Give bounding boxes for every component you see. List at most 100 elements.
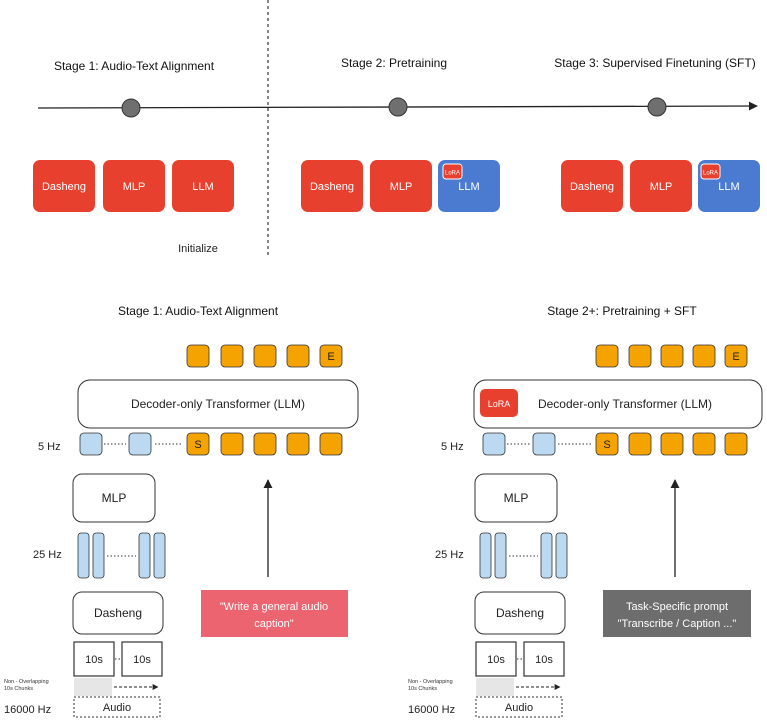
stage3-mlp-block bbox=[630, 160, 692, 212]
stage2-prompt-line1: Task-Specific prompt bbox=[626, 601, 728, 613]
stage3-llm-label: LLM bbox=[718, 181, 739, 193]
stage2-mlp-block bbox=[370, 160, 432, 212]
stage3-lora-tag bbox=[700, 163, 721, 180]
stage2-mlp-detail-label: MLP bbox=[504, 491, 529, 505]
audio-frame bbox=[494, 532, 507, 579]
stage2-timeline-title: Stage 2: Pretraining bbox=[341, 56, 447, 70]
audio-frame bbox=[138, 532, 151, 579]
stage2-transformer-block bbox=[473, 379, 763, 429]
stage2-dasheng-block bbox=[301, 160, 363, 212]
stage1-detail-panel: Stage 1: Audio-Text Alignment E Decoder-… bbox=[4, 304, 359, 718]
output-token bbox=[660, 344, 684, 368]
chunk-note-line1: Non - Overlapping bbox=[4, 679, 49, 685]
rate-25hz-label: 25 Hz bbox=[435, 549, 464, 561]
stage1-mlp-block bbox=[72, 473, 156, 523]
sample-rate-label: 16000 Hz bbox=[4, 704, 51, 716]
lora-adapter-block bbox=[480, 389, 518, 417]
audio-input bbox=[475, 696, 563, 718]
output-token bbox=[628, 344, 652, 368]
lora-adapter-label: LoRA bbox=[488, 399, 511, 409]
stage2-mlp-block bbox=[474, 473, 558, 523]
rate-25hz-label: 25 Hz bbox=[33, 549, 62, 561]
audio-frame bbox=[77, 532, 90, 579]
prompt-token bbox=[724, 432, 748, 456]
prompt-token bbox=[253, 432, 277, 456]
stage2-lora-tag-label: LoRA bbox=[445, 171, 460, 177]
prompt-token bbox=[319, 432, 343, 456]
window-indicator bbox=[476, 678, 514, 696]
stage1-prompt-box bbox=[201, 590, 348, 637]
stage2-detail-panel: Stage 2+: Pretraining + SFT E LoRA Decod… bbox=[408, 304, 763, 718]
stage1-dasheng-encoder-label: Dasheng bbox=[94, 606, 142, 620]
start-token bbox=[186, 432, 210, 456]
start-token-label: S bbox=[603, 439, 610, 451]
window-indicator bbox=[74, 678, 112, 696]
prompt-token bbox=[628, 432, 652, 456]
audio-input-label: Audio bbox=[505, 702, 533, 714]
audio-chunk-label: 10s bbox=[85, 654, 103, 666]
stage1-prompt-line2: caption" bbox=[254, 618, 293, 630]
audio-input-label: Audio bbox=[103, 702, 131, 714]
stage1-dasheng-label: Dasheng bbox=[42, 181, 86, 193]
stage1-llm-block bbox=[172, 160, 234, 212]
sample-rate-label: 16000 Hz bbox=[408, 704, 455, 716]
end-token-label: E bbox=[327, 351, 334, 363]
stage2-prompt-box bbox=[603, 590, 751, 637]
audio-token bbox=[79, 432, 103, 456]
prompt-token bbox=[692, 432, 716, 456]
output-token bbox=[692, 344, 716, 368]
stage1-mlp-detail-label: MLP bbox=[102, 491, 127, 505]
audio-token bbox=[532, 432, 556, 456]
stage3-dasheng-label: Dasheng bbox=[570, 181, 614, 193]
rate-5hz-label: 5 Hz bbox=[38, 441, 61, 453]
output-token bbox=[253, 344, 277, 368]
audio-token bbox=[128, 432, 152, 456]
stage2-lora-tag bbox=[442, 163, 463, 180]
end-token-label: E bbox=[732, 351, 739, 363]
prompt-token bbox=[220, 432, 244, 456]
training-timeline: Stage 1: Audio-Text Alignment Dasheng ML… bbox=[33, 0, 760, 258]
audio-token bbox=[482, 432, 506, 456]
stage2-prompt-line2: "Transcribe / Caption ..." bbox=[618, 618, 737, 630]
end-token bbox=[319, 344, 343, 368]
audio-input bbox=[73, 696, 161, 718]
stage1-dasheng-block bbox=[33, 160, 95, 212]
prompt-token bbox=[660, 432, 684, 456]
audio-frame bbox=[153, 532, 166, 579]
audio-chunk bbox=[523, 641, 565, 677]
stage1-prompt-line1: "Write a general audio bbox=[220, 601, 328, 613]
stage2-dasheng-label: Dasheng bbox=[310, 181, 354, 193]
stage1-transformer-block bbox=[77, 379, 359, 429]
chunk-note-line1: Non - Overlapping bbox=[408, 679, 453, 685]
audio-chunk bbox=[121, 641, 163, 677]
audio-chunk-label: 10s bbox=[535, 654, 553, 666]
initialize-label: Initialize bbox=[178, 243, 218, 255]
output-token bbox=[286, 344, 310, 368]
stage1-timeline-title: Stage 1: Audio-Text Alignment bbox=[54, 59, 215, 73]
chunk-note-line2: 10s Chunks bbox=[408, 686, 437, 692]
audio-chunk bbox=[475, 641, 517, 677]
stage3-dasheng-block bbox=[561, 160, 623, 212]
audio-frame bbox=[555, 532, 568, 579]
stage3-timeline-title: Stage 3: Supervised Finetuning (SFT) bbox=[554, 56, 755, 70]
stage3-lora-tag-label: LoRA bbox=[703, 171, 718, 177]
audio-frame bbox=[540, 532, 553, 579]
start-token bbox=[595, 432, 619, 456]
audio-frame bbox=[92, 532, 105, 579]
stage3-mlp-label: MLP bbox=[650, 181, 673, 193]
output-token bbox=[220, 344, 244, 368]
stage1-timeline-node bbox=[121, 98, 141, 118]
stage2-mlp-label: MLP bbox=[390, 181, 413, 193]
end-token bbox=[724, 344, 748, 368]
stage2-llm-label: LLM bbox=[458, 181, 479, 193]
stage2-detail-title: Stage 2+: Pretraining + SFT bbox=[547, 304, 697, 318]
stage2-dasheng-encoder-label: Dasheng bbox=[496, 606, 544, 620]
stage2-timeline-node bbox=[388, 97, 408, 117]
audio-chunk-label: 10s bbox=[487, 654, 505, 666]
audio-chunk-label: 10s bbox=[133, 654, 151, 666]
chunk-note-line2: 10s Chunks bbox=[4, 686, 33, 692]
stage1-mlp-block bbox=[103, 160, 165, 212]
rate-5hz-label: 5 Hz bbox=[441, 441, 464, 453]
stage2-dasheng-encoder bbox=[474, 591, 566, 635]
